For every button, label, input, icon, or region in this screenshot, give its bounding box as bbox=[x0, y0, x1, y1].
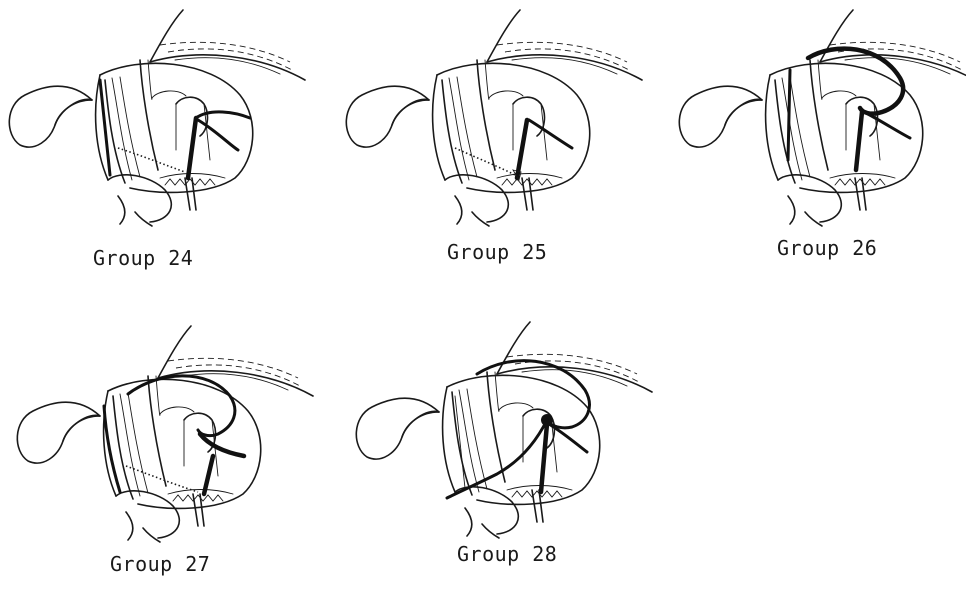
fascia-strand bbox=[467, 389, 487, 489]
vessel-branch-lower bbox=[200, 434, 244, 456]
hand-thumb bbox=[116, 491, 179, 538]
retractor-loop-inner bbox=[63, 415, 100, 441]
tissue-cuff bbox=[160, 174, 225, 179]
base-anatomy bbox=[17, 326, 313, 542]
instrument-shaft bbox=[522, 178, 527, 210]
hand-thumb bbox=[455, 487, 518, 534]
skin-flap-edge bbox=[487, 10, 520, 62]
tissue-serration bbox=[502, 179, 552, 185]
instrument-shaft bbox=[185, 178, 190, 210]
fascia-strand bbox=[120, 77, 140, 177]
tissue-serration bbox=[835, 179, 885, 185]
dotted-tract bbox=[118, 148, 185, 172]
organ-outline bbox=[176, 97, 207, 136]
vessel-overlay bbox=[788, 49, 910, 170]
base-anatomy bbox=[346, 10, 642, 226]
retractor-loop-inner bbox=[402, 411, 439, 437]
tissue-cuff bbox=[168, 490, 233, 495]
panel-caption: Group 24 bbox=[93, 246, 193, 270]
vessel-left-margin bbox=[788, 70, 790, 160]
hand-finger-crease bbox=[482, 524, 499, 538]
anatomical-drawing-group-26 bbox=[670, 0, 966, 230]
retractor-loop bbox=[356, 398, 439, 459]
tissue-cuff bbox=[497, 174, 562, 179]
vessel-left-margin bbox=[104, 406, 120, 492]
retractor-loop bbox=[346, 86, 429, 147]
anatomical-drawing-group-25 bbox=[337, 0, 637, 230]
organ-outline bbox=[513, 97, 544, 136]
skin-flap-edge bbox=[150, 10, 183, 62]
vessel-overlay bbox=[447, 361, 589, 498]
instrument-shaft bbox=[855, 178, 860, 210]
hand-finger-crease bbox=[135, 212, 152, 226]
base-anatomy bbox=[356, 322, 652, 538]
base-anatomy bbox=[679, 10, 966, 226]
instrument-shaft bbox=[200, 494, 204, 526]
skin-flap-edge bbox=[497, 322, 530, 374]
retractor-loop-inner bbox=[55, 99, 92, 125]
skin-hatching-line bbox=[175, 58, 280, 74]
fascia-strand bbox=[790, 77, 810, 177]
instrument-shaft bbox=[193, 494, 198, 526]
hand-finger bbox=[118, 196, 125, 224]
retractor-loop-inner bbox=[725, 99, 762, 125]
hand-thumb bbox=[445, 175, 508, 222]
anatomical-drawing-group-27 bbox=[8, 316, 308, 546]
skin-hatching-line bbox=[512, 58, 617, 74]
hand-thumb bbox=[778, 175, 841, 222]
vessel-branch-lower bbox=[198, 120, 238, 150]
hand-finger bbox=[455, 196, 462, 224]
hand-thumb bbox=[108, 175, 171, 222]
panel-caption: Group 25 bbox=[447, 240, 547, 264]
fascia-strand bbox=[128, 393, 148, 493]
tissue-serration bbox=[512, 491, 562, 497]
vessel-vertical bbox=[188, 118, 196, 178]
base-anatomy bbox=[9, 10, 305, 226]
vessel-left-margin bbox=[455, 396, 465, 488]
anatomical-drawing-group-28 bbox=[347, 312, 647, 542]
figure-panel-group-27: Group 27 bbox=[8, 316, 308, 606]
panel-caption: Group 27 bbox=[110, 552, 210, 576]
instrument-shaft bbox=[532, 490, 537, 522]
hand-finger-crease bbox=[805, 212, 822, 226]
instrument-shaft bbox=[529, 178, 533, 210]
vessel-vertical bbox=[856, 112, 862, 170]
vessel-vertical bbox=[541, 424, 547, 492]
panel-caption: Group 26 bbox=[777, 236, 877, 260]
tissue-cuff bbox=[830, 174, 895, 179]
hand-finger bbox=[465, 508, 472, 536]
hand-finger bbox=[126, 512, 133, 540]
skin-flap-edge bbox=[820, 10, 853, 62]
figure-panel-group-24: Group 24 bbox=[0, 0, 300, 290]
vessel-vertical bbox=[204, 456, 213, 494]
hand-finger-crease bbox=[143, 528, 160, 542]
retractor-loop bbox=[679, 86, 762, 147]
tissue-serration bbox=[165, 179, 215, 185]
hand-finger bbox=[788, 196, 795, 224]
figure-panel-group-26: Group 26 bbox=[670, 0, 966, 290]
fascia-strand bbox=[457, 77, 477, 177]
instrument-shaft bbox=[862, 178, 866, 210]
figure-panel-group-25: Group 25 bbox=[337, 0, 637, 290]
hand-finger-crease bbox=[472, 212, 489, 226]
vessel-branch bbox=[196, 112, 250, 118]
retractor-loop bbox=[9, 86, 92, 147]
panel-caption: Group 28 bbox=[457, 542, 557, 566]
figure-panel-group-28: Group 28 bbox=[347, 312, 647, 602]
vessel-branch-lower bbox=[529, 120, 572, 148]
anatomical-drawing-group-24 bbox=[0, 0, 300, 230]
instrument-shaft bbox=[192, 178, 196, 210]
tissue-serration bbox=[173, 495, 223, 501]
vessel-arch bbox=[128, 376, 235, 436]
retractor-loop bbox=[17, 402, 100, 463]
skin-flap-edge bbox=[158, 326, 191, 378]
retractor-loop-inner bbox=[392, 99, 429, 125]
vessel-branch-lower bbox=[864, 112, 910, 138]
instrument-shaft bbox=[539, 490, 543, 522]
vessel-overlay bbox=[455, 120, 572, 180]
vessel-vertical bbox=[517, 120, 527, 178]
